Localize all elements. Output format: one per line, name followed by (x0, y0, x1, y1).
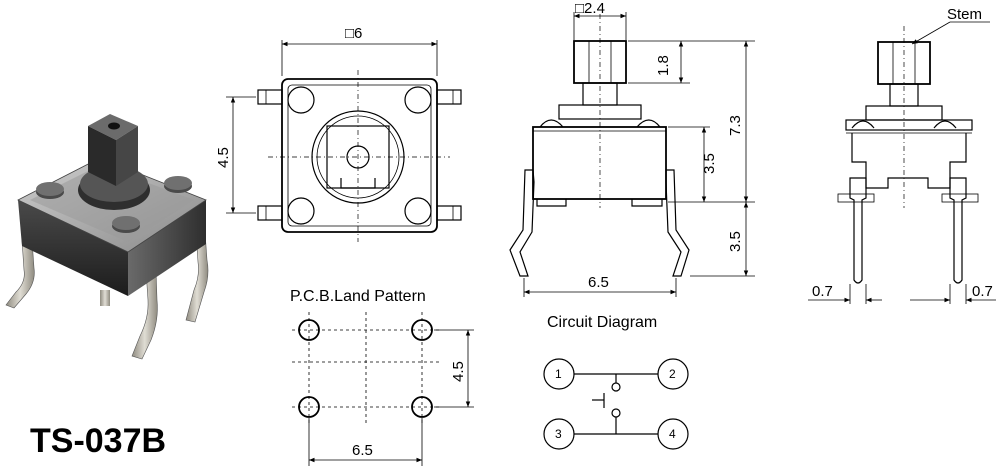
land-pattern-title: P.C.B.Land Pattern (290, 288, 426, 305)
land-pad (298, 396, 320, 418)
dim-body-height: 3.5 (701, 153, 718, 174)
dim-stem-height: 1.8 (655, 55, 672, 76)
circuit-pin-4: 4 (657, 418, 689, 450)
product-render (5, 114, 209, 360)
svg-text:2: 2 (669, 367, 676, 381)
circuit-diagram: Circuit Diagram 1 2 3 4 (543, 314, 689, 450)
circuit-pin-3: 3 (543, 418, 575, 450)
dim-lead-thickness-left: 0.7 (812, 283, 833, 300)
land-pad (411, 319, 433, 341)
land-pad (411, 396, 433, 418)
circuit-pin-2: 2 (657, 358, 689, 390)
circuit-diagram-title: Circuit Diagram (547, 314, 657, 331)
dim-total-height: 7.3 (727, 115, 744, 136)
dim-lead-thickness-right: 0.7 (972, 283, 993, 300)
label-stem: Stem (947, 6, 982, 23)
svg-text:3: 3 (555, 427, 562, 441)
dim-stem-width: □2.4 (575, 0, 605, 17)
top-view: □6 4.5 (215, 25, 462, 242)
svg-text:4: 4 (669, 427, 676, 441)
part-number: TS-037B (30, 422, 166, 460)
dim-top-pitch: 4.5 (215, 147, 232, 168)
pcb-land-pattern: P.C.B.Land Pattern 4.5 6.5 (290, 288, 474, 466)
dim-land-pitch-vertical: 4.5 (450, 361, 467, 382)
circuit-pin-1: 1 (543, 358, 575, 390)
front-view: □2.4 1.8 7.3 3.5 3.5 6.5 (509, 0, 755, 297)
dim-land-pitch-horizontal: 6.5 (352, 442, 373, 459)
svg-text:1: 1 (555, 367, 562, 381)
land-pad (298, 319, 320, 341)
dim-lead-span: 6.5 (588, 274, 609, 291)
side-view: Stem 0.7 0.7 (808, 6, 996, 304)
dim-lead-length: 3.5 (727, 231, 744, 252)
dim-body-width: □6 (345, 25, 362, 42)
